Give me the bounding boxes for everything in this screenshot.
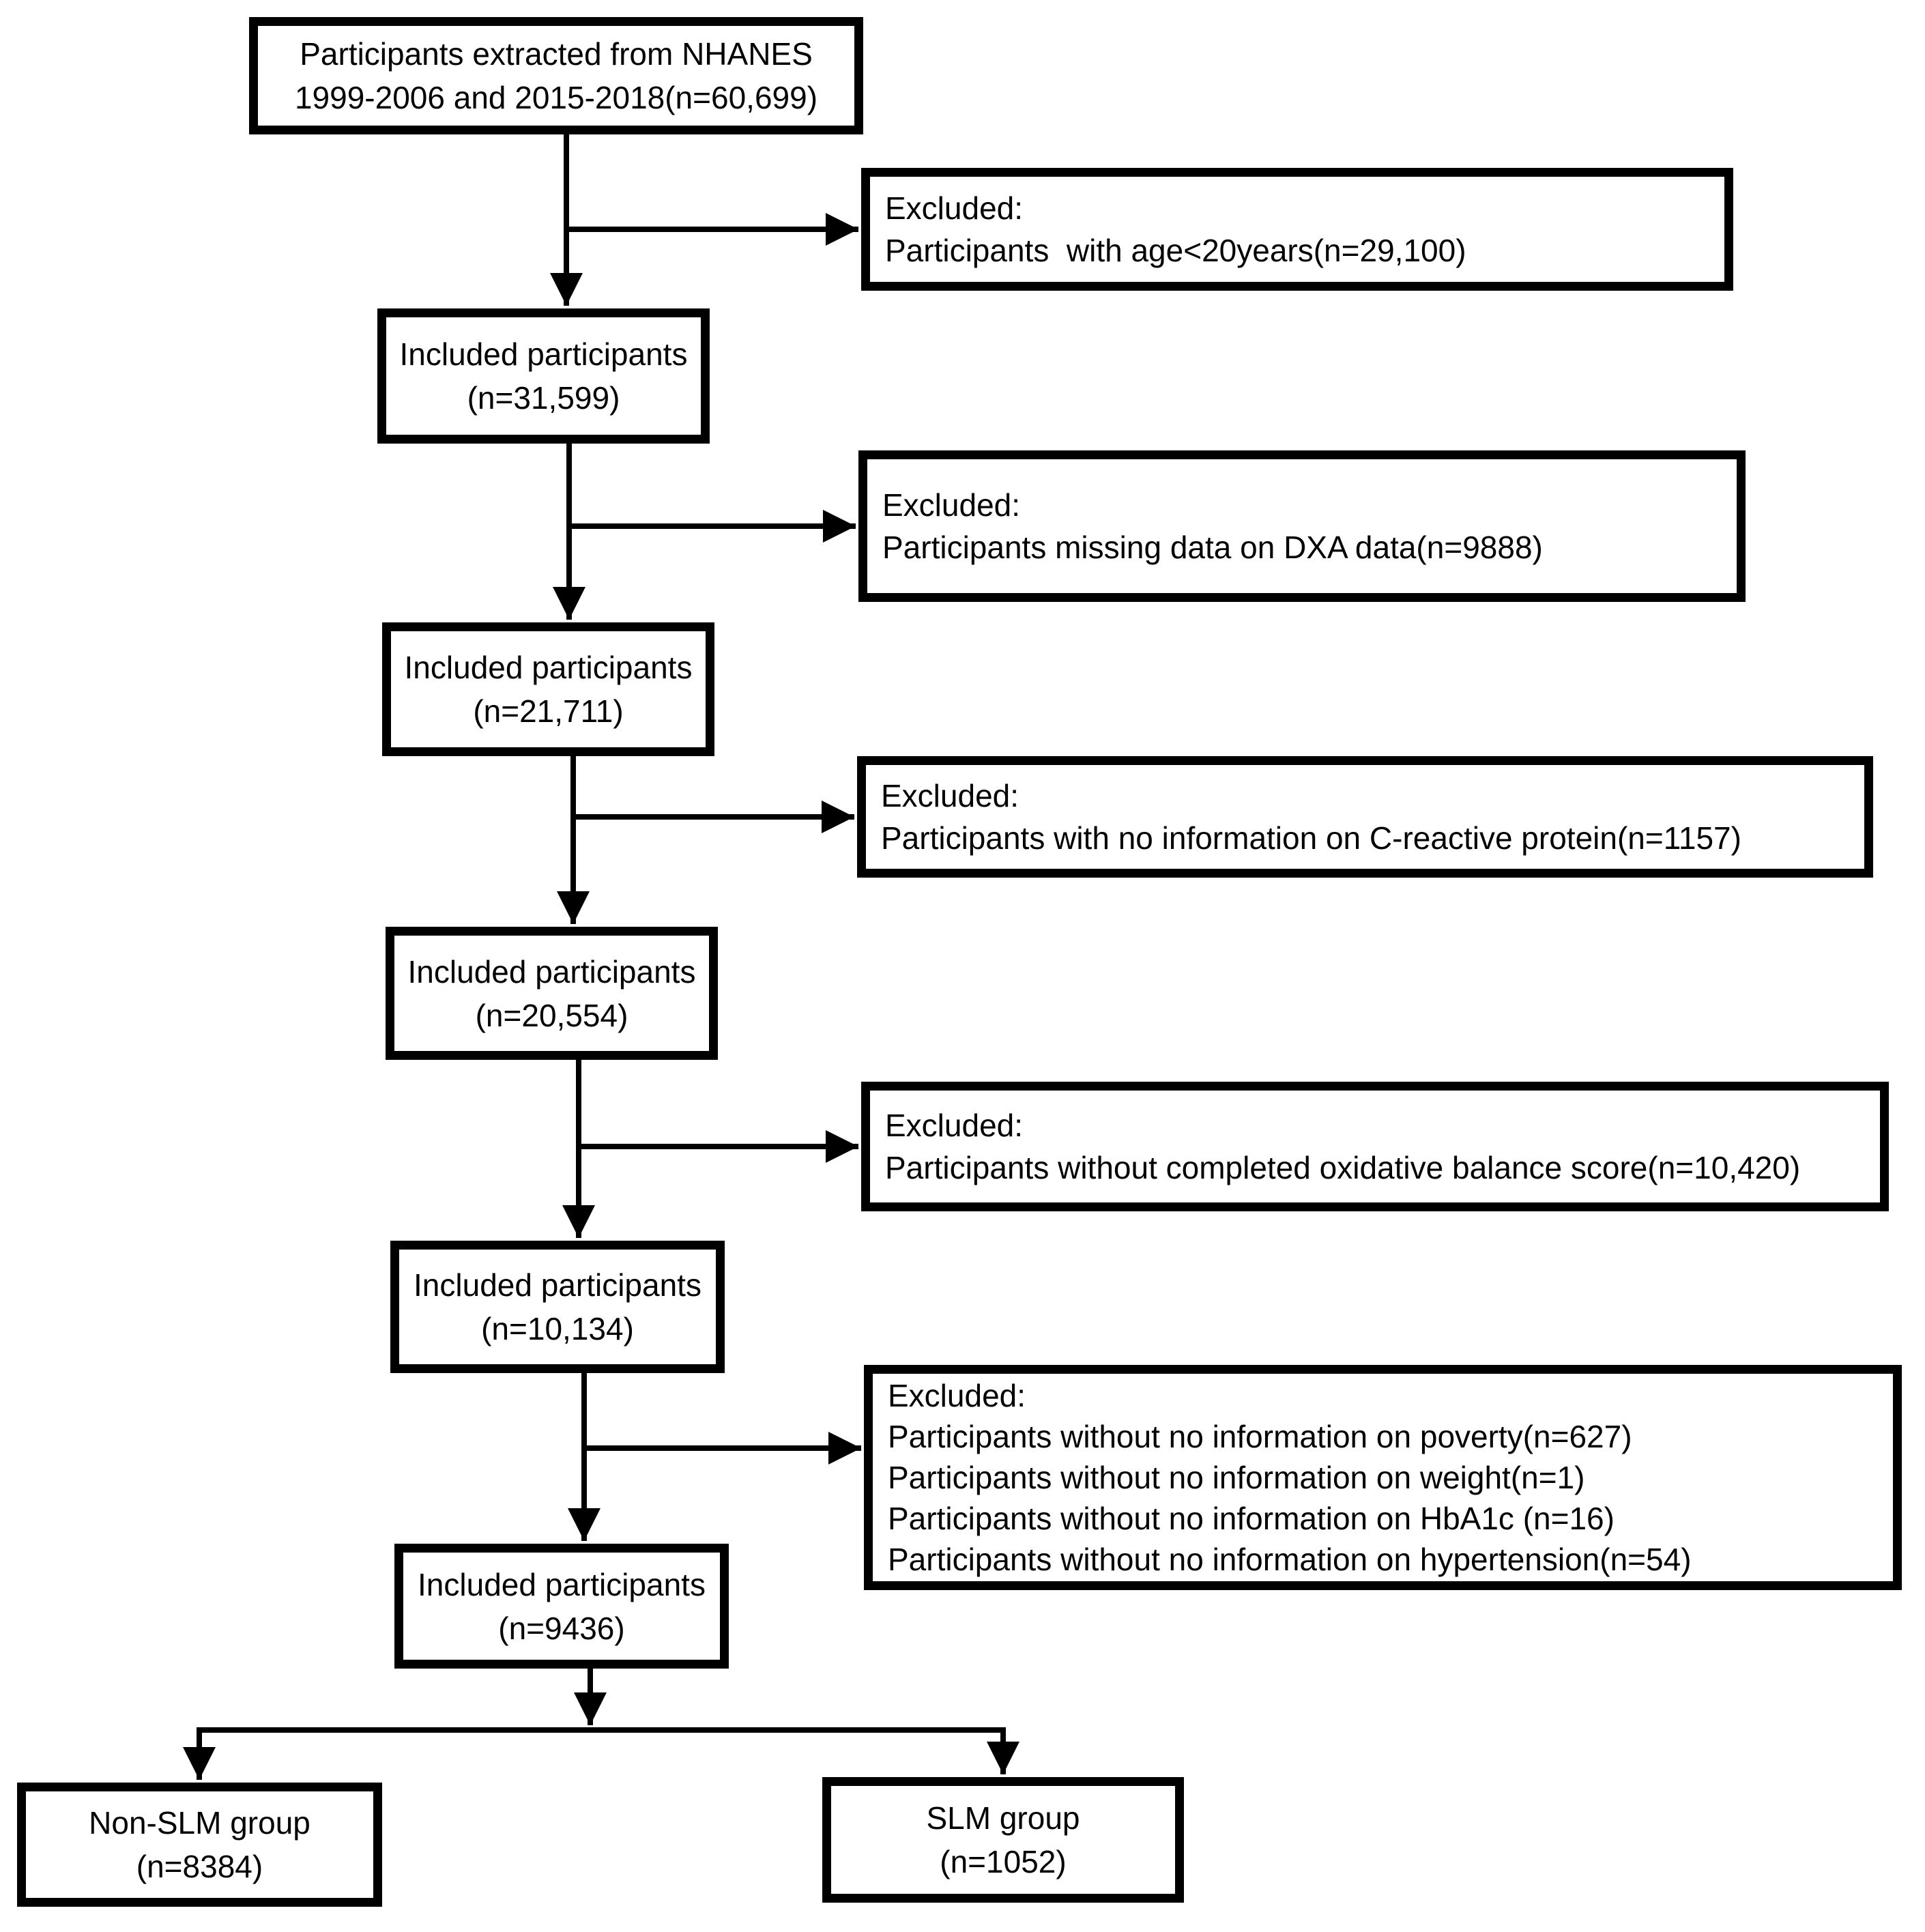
box-included-1: Included participants (n=31,599): [377, 308, 710, 444]
excluded-1-header: Excluded:: [885, 190, 1024, 226]
excluded-5-item-3: Participants without no information on H…: [888, 1501, 1615, 1536]
box-included-5: Included participants (n=9436): [394, 1544, 729, 1669]
non-slm-group-count: (n=8384): [136, 1849, 263, 1884]
non-slm-group-label: Non-SLM group: [89, 1805, 310, 1841]
included-3-count: (n=20,554): [475, 997, 628, 1033]
excluded-5-item-1: Participants without no information on p…: [888, 1419, 1632, 1454]
box-slm-group: SLM group (n=1052): [822, 1777, 1184, 1903]
excluded-1-item: Participants with age<20years(n=29,100): [885, 233, 1466, 268]
excluded-3-item: Participants with no information on C-re…: [881, 820, 1741, 856]
box-excluded-1: Excluded: Participants with age<20years(…: [861, 168, 1733, 291]
box-excluded-2: Excluded: Participants missing data on D…: [858, 450, 1746, 602]
box-excluded-4: Excluded: Participants without completed…: [861, 1082, 1889, 1211]
included-3-label: Included participants: [407, 953, 696, 990]
included-1-count: (n=31,599): [467, 380, 620, 416]
slm-group-count: (n=1052): [940, 1844, 1067, 1879]
box-non-slm-group: Non-SLM group (n=8384): [17, 1783, 382, 1907]
excluded-2-header: Excluded:: [882, 487, 1021, 523]
included-4-count: (n=10,134): [481, 1311, 634, 1346]
included-2-label: Included participants: [404, 650, 693, 685]
source-line-1: Participants extracted from NHANES: [300, 36, 813, 72]
source-line-2: 1999-2006 and 2015-2018(n=60,699): [294, 80, 818, 115]
box-included-3: Included participants (n=20,554): [386, 927, 718, 1060]
excluded-3-header: Excluded:: [881, 778, 1019, 813]
included-1-label: Included participants: [399, 336, 688, 372]
excluded-5-item-2: Participants without no information on w…: [888, 1460, 1585, 1495]
box-nhanes-source: Participants extracted from NHANES 1999-…: [249, 17, 863, 134]
included-2-count: (n=21,711): [473, 693, 624, 729]
excluded-4-header: Excluded:: [885, 1108, 1024, 1143]
included-5-label: Included participants: [418, 1566, 706, 1602]
box-excluded-3: Excluded: Participants with no informati…: [857, 756, 1873, 878]
included-5-count: (n=9436): [498, 1610, 625, 1646]
box-included-2: Included participants (n=21,711): [382, 622, 714, 756]
box-included-4: Included participants (n=10,134): [390, 1241, 725, 1373]
included-4-label: Included participants: [414, 1267, 701, 1303]
excluded-2-item: Participants missing data on DXA data(n=…: [882, 530, 1543, 565]
excluded-5-item-4: Participants without no information on h…: [888, 1542, 1692, 1577]
slm-group-label: SLM group: [926, 1800, 1080, 1836]
excluded-4-item: Participants without completed oxidative…: [885, 1150, 1801, 1185]
box-excluded-5: Excluded: Participants without no inform…: [864, 1365, 1902, 1590]
excluded-5-header: Excluded:: [888, 1378, 1026, 1413]
